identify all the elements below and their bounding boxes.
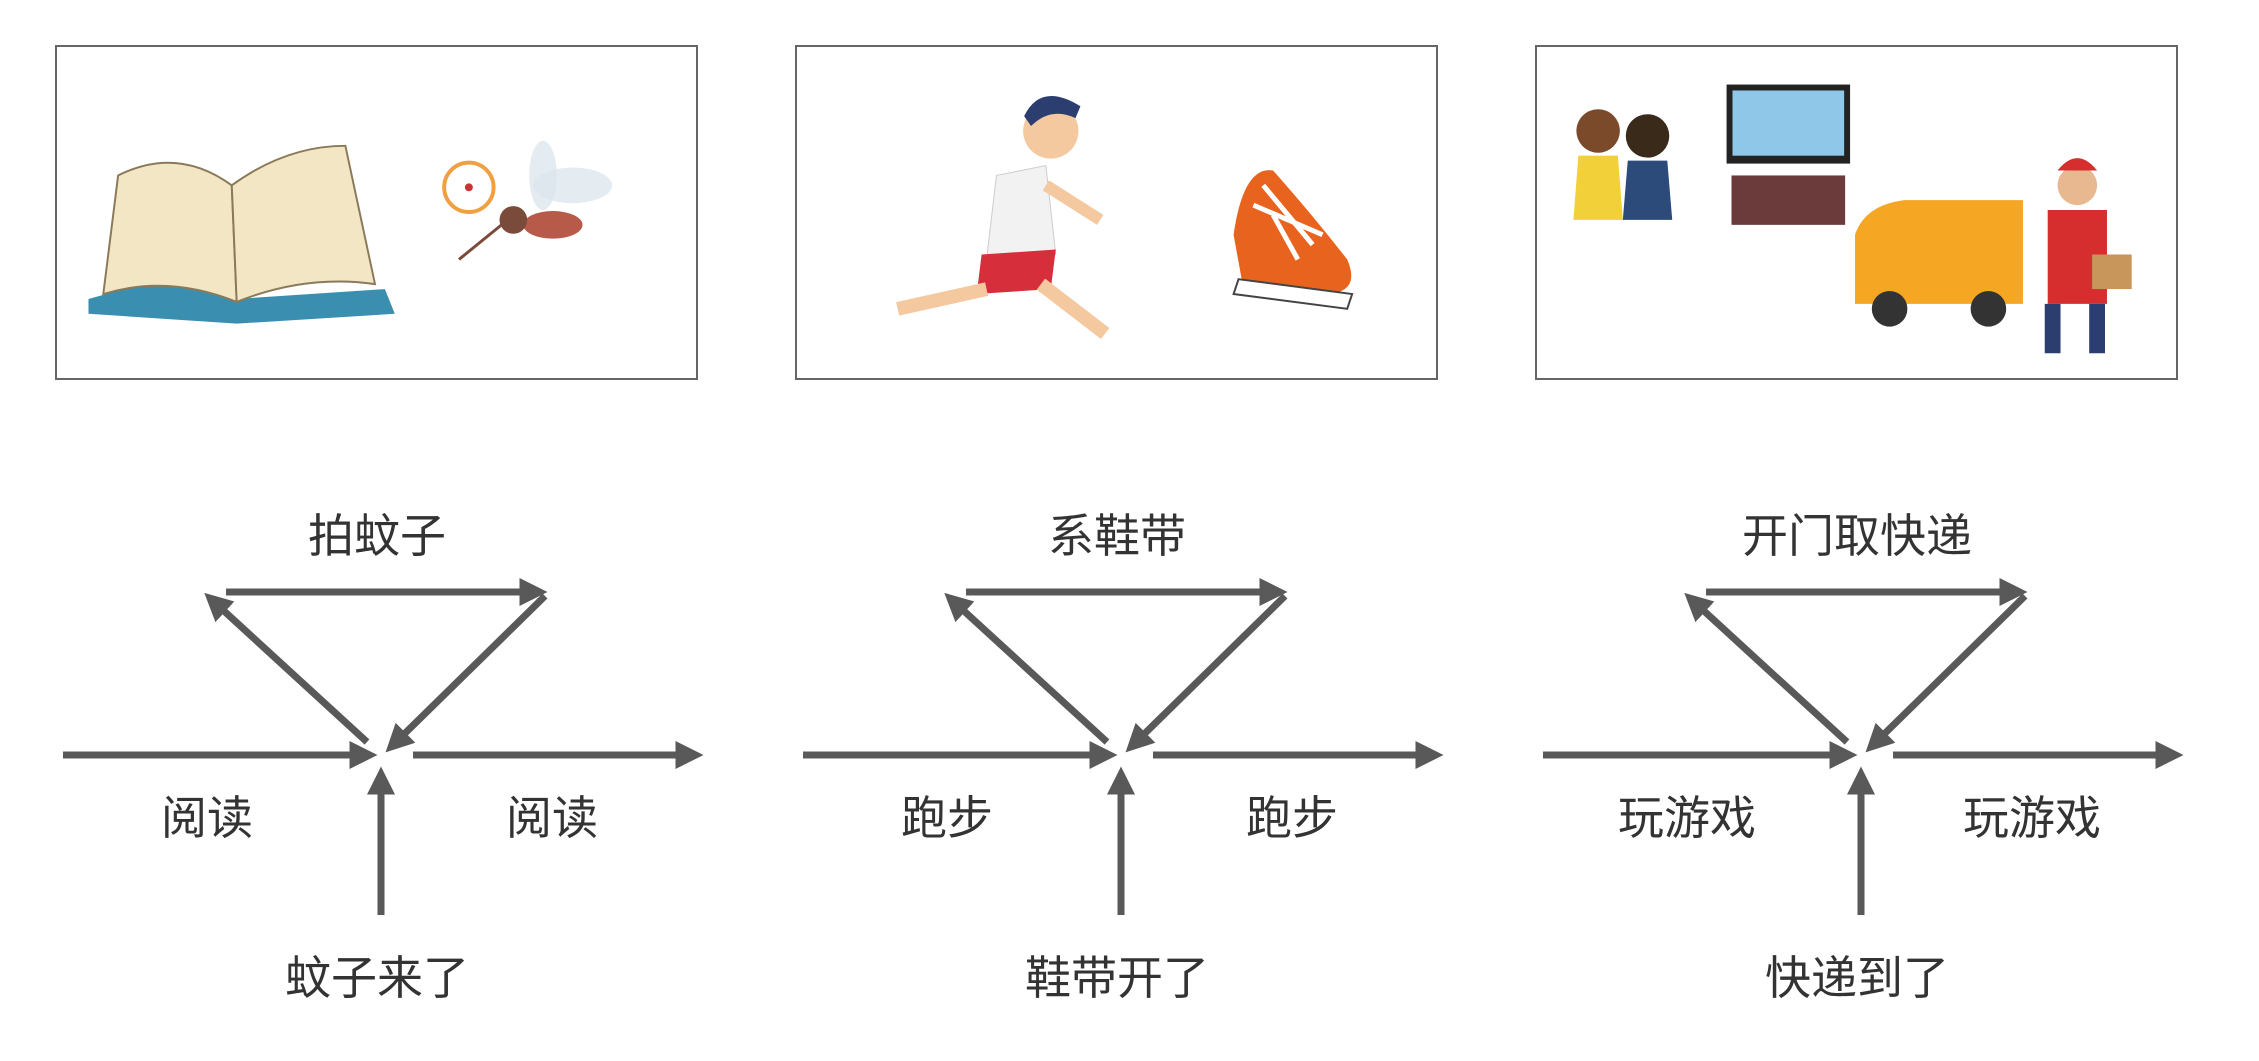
top-label: 系鞋带: [1048, 509, 1186, 563]
switch-away-arrow: [204, 592, 370, 745]
return-arrow: [1865, 593, 2028, 753]
running-boy-icon: [896, 95, 1110, 340]
bottom-label: 鞋带开了: [1025, 951, 1209, 1005]
sneaker-icon: [1232, 170, 1354, 310]
reading-mosquito-illustration: [88, 140, 613, 324]
switch-away-arrow: [944, 592, 1110, 745]
right-label: 跑步: [1246, 791, 1338, 845]
top-label: 拍蚊子: [308, 509, 446, 563]
left-label: 阅读: [161, 791, 253, 845]
gaming-delivery-illustration: [1573, 84, 2132, 354]
right-label: 玩游戏: [1963, 791, 2101, 845]
panel-running-shoelace: [795, 45, 1438, 380]
kids-playing-game-icon: [1573, 84, 1851, 225]
top-label: 开门取快递: [1742, 509, 1972, 563]
left-label: 玩游戏: [1618, 791, 1756, 845]
bottom-label: 蚊子来了: [285, 951, 469, 1005]
open-book-icon: [88, 144, 395, 324]
return-arrow: [385, 593, 548, 753]
return-arrow: [1125, 593, 1288, 753]
panel-reading-mosquito: [55, 45, 698, 380]
bottom-label: 快递到了: [1765, 951, 1949, 1005]
mosquito-icon: [442, 140, 613, 261]
switch-away-arrow: [1684, 592, 1850, 745]
delivery-man-icon: [1855, 158, 2132, 354]
interruption-diagram-3: 开门取快递玩游戏 玩游戏快递到了: [1480, 480, 2220, 1040]
left-label: 跑步: [901, 791, 993, 845]
right-label: 阅读: [506, 791, 598, 845]
panel-gaming-delivery: [1535, 45, 2178, 380]
interruption-diagram-2: 系鞋带跑步 跑步鞋带开了: [740, 480, 1480, 1040]
interruption-diagram-1: 拍蚊子阅读 阅读蚊子来了: [0, 480, 740, 1040]
running-shoelace-illustration: [896, 95, 1354, 340]
